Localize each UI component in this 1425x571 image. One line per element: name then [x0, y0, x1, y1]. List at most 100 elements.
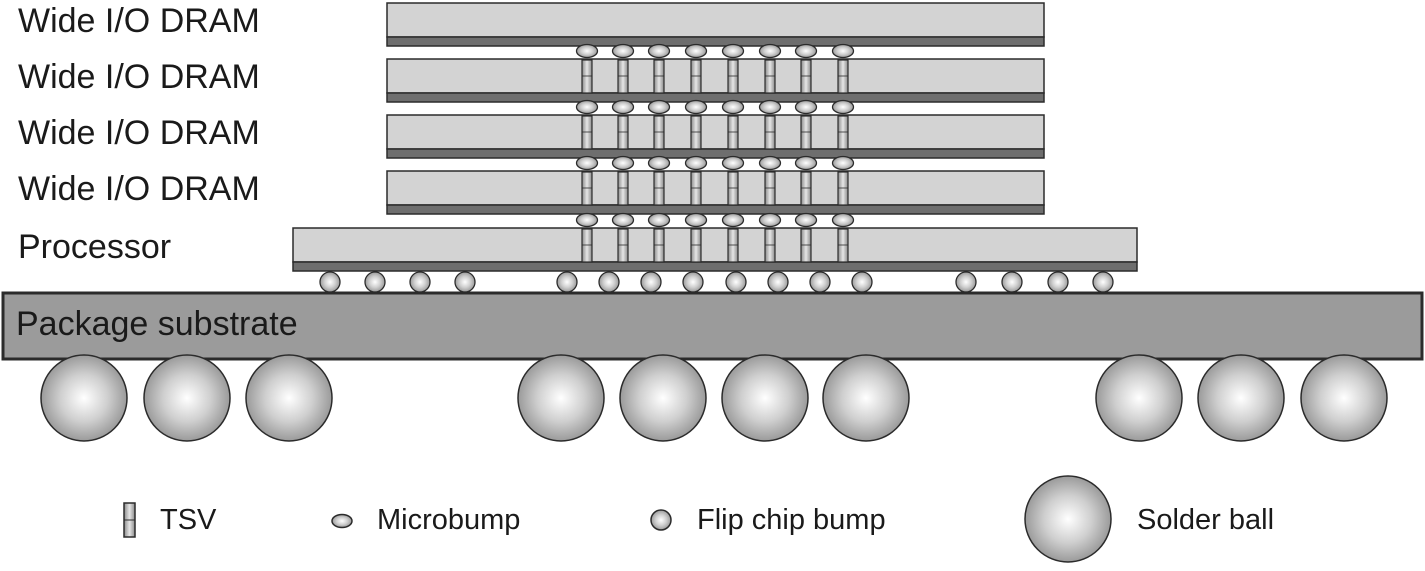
tsv — [764, 171, 776, 206]
layer-label-processor: Processor — [18, 228, 172, 266]
tsv — [581, 171, 593, 206]
dram-die-1-body — [386, 2, 1045, 38]
microbump — [721, 155, 745, 171]
tsv — [800, 59, 812, 94]
layer-label-dram-3: Wide I/O DRAM — [18, 114, 260, 152]
tsv — [617, 59, 629, 94]
microbump — [758, 212, 782, 228]
dram-die-2 — [386, 58, 1045, 103]
legend-microbump-icon — [331, 513, 353, 529]
tsv — [653, 59, 665, 94]
dram-die-3-body — [386, 114, 1045, 150]
microbump — [721, 43, 745, 59]
microbump — [647, 155, 671, 171]
microbump — [575, 155, 599, 171]
flip-chip-bump — [1001, 271, 1023, 293]
tsv — [727, 59, 739, 94]
tsv — [617, 171, 629, 206]
dram-die-4 — [386, 170, 1045, 215]
tsv — [764, 59, 776, 94]
tsv — [764, 115, 776, 150]
package-substrate — [1, 291, 1424, 361]
microbump — [611, 99, 635, 115]
tsv — [800, 228, 812, 263]
flip-chip-bump — [725, 271, 747, 293]
flip-chip-bump — [454, 271, 476, 293]
tsv — [581, 59, 593, 94]
processor-die-body — [292, 227, 1138, 263]
legend-microbump-label: Microbump — [377, 504, 521, 536]
legend-flip-chip-bump-icon — [650, 509, 672, 531]
tsv — [690, 59, 702, 94]
microbump — [684, 99, 708, 115]
tsv — [690, 171, 702, 206]
processor-die — [292, 227, 1138, 272]
tsv-group — [581, 59, 849, 263]
tsv — [727, 228, 739, 263]
flip-chip-bump — [1092, 271, 1114, 293]
tsv — [837, 228, 849, 263]
substrate-label: Package substrate — [16, 305, 298, 343]
microbump — [758, 155, 782, 171]
microbump — [575, 99, 599, 115]
tsv — [837, 171, 849, 206]
microbump — [831, 43, 855, 59]
tsv — [617, 115, 629, 150]
tsv — [581, 115, 593, 150]
tsv — [653, 228, 665, 263]
legend-tsv-icon — [123, 502, 136, 538]
solder-ball — [1197, 354, 1285, 442]
flip-chip-bump — [640, 271, 662, 293]
solder-ball — [1300, 354, 1388, 442]
microbump — [831, 99, 855, 115]
solder-ball — [245, 354, 333, 442]
tsv — [764, 228, 776, 263]
solder-ball — [40, 354, 128, 442]
flip-chip-bump — [364, 271, 386, 293]
microbump — [721, 212, 745, 228]
tsv — [653, 115, 665, 150]
microbump — [794, 43, 818, 59]
flip-chip-bump — [598, 271, 620, 293]
flip-chip-bump — [682, 271, 704, 293]
flip-chip-bump — [767, 271, 789, 293]
dram-die-3-base — [386, 148, 1045, 159]
processor-die-base — [292, 261, 1138, 272]
dram-die-4-base — [386, 204, 1045, 215]
solder-ball — [721, 354, 809, 442]
flip-chip-bump — [556, 271, 578, 293]
tsv — [727, 115, 739, 150]
tsv — [837, 115, 849, 150]
solder-ball — [143, 354, 231, 442]
tsv — [617, 228, 629, 263]
microbump — [611, 212, 635, 228]
microbump — [647, 43, 671, 59]
tsv — [727, 171, 739, 206]
dram-die-2-body — [386, 58, 1045, 94]
dram-die-1-base — [386, 36, 1045, 47]
tsv — [581, 228, 593, 263]
microbump — [611, 43, 635, 59]
microbump — [611, 155, 635, 171]
microbump — [794, 212, 818, 228]
microbump — [684, 212, 708, 228]
microbump — [758, 43, 782, 59]
tsv — [690, 115, 702, 150]
tsv — [653, 171, 665, 206]
flip-chip-bump-group — [319, 271, 1114, 293]
layer-label-dram-1: Wide I/O DRAM — [18, 2, 260, 40]
microbump — [647, 99, 671, 115]
tsv — [837, 59, 849, 94]
dram-die-3 — [386, 114, 1045, 159]
flip-chip-bump — [809, 271, 831, 293]
solder-ball — [822, 354, 910, 442]
flip-chip-bump — [851, 271, 873, 293]
solder-ball — [1095, 354, 1183, 442]
solder-ball-group — [40, 354, 1388, 442]
microbump — [684, 155, 708, 171]
legend-solder-ball-label: Solder ball — [1137, 504, 1275, 536]
die-stack — [292, 2, 1138, 272]
microbump — [575, 43, 599, 59]
